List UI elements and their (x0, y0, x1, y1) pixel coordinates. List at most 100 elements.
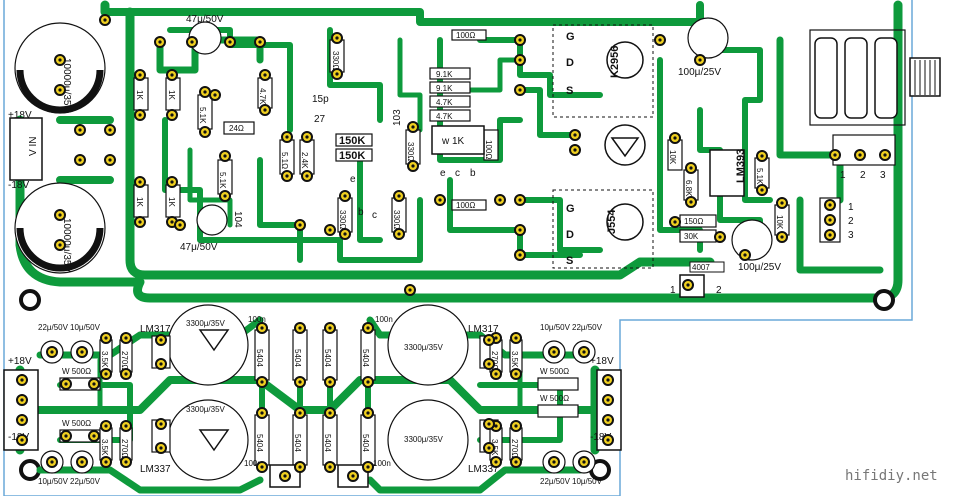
cap-label: 10000μ/35V (61, 218, 72, 272)
res-label: 6.8K (684, 180, 693, 197)
pad-hole (170, 180, 174, 184)
cap-104: 104 (232, 211, 243, 228)
res-label: 1K (135, 90, 144, 100)
cap-label: 22μ/50V (70, 477, 101, 486)
pad-hole (780, 235, 784, 239)
pad-hole (104, 460, 108, 464)
pad-hole (743, 253, 747, 257)
pad-hole (159, 362, 163, 366)
pad-hole (514, 460, 518, 464)
label-b: b (470, 168, 476, 179)
res-label: 150K (339, 135, 365, 147)
pad-hole (263, 108, 267, 112)
label-e: e (440, 168, 446, 179)
pad-hole (108, 128, 112, 132)
cap-label: 10μ/50V (38, 477, 69, 486)
pad-hole (582, 460, 586, 464)
pad-hole (343, 194, 347, 198)
pad-hole (698, 58, 702, 62)
cap-label: 3300μ/35V (404, 435, 444, 444)
cap-100n: 100n (373, 459, 391, 468)
res-label: 24Ω (229, 124, 244, 133)
res-label: 30K (684, 232, 699, 241)
pad-hole (494, 424, 498, 428)
pad-hole (138, 220, 142, 224)
trimmer-label: w 1K (441, 136, 465, 147)
cap-47u-bottom (196, 204, 228, 236)
pin-g: G (566, 31, 575, 43)
cap-10000u-bottom: 10000μ/35V (14, 182, 106, 274)
pad-hole (828, 203, 832, 207)
label-minus18: -18V (590, 432, 611, 443)
pad-hole (518, 58, 522, 62)
pad-hole (104, 372, 108, 376)
cap-10000u-top: 10000μ/35V (14, 22, 106, 114)
pad-hole (285, 174, 289, 178)
pad-hole (138, 73, 142, 77)
res-label: 2.4K (300, 152, 309, 169)
res-label: 5.1Ω (280, 152, 289, 169)
pad-hole (138, 113, 142, 117)
pad-hole (159, 446, 163, 450)
pad-hole (223, 194, 227, 198)
res-label: 150Ω (684, 217, 703, 226)
pad-hole (673, 136, 677, 140)
pad-hole (298, 465, 302, 469)
pin-d: D (566, 229, 574, 241)
res-27: 27 (314, 114, 326, 125)
res-label: 330Ω (392, 210, 401, 229)
lower-components: 3300μ/35V 3300μ/35V 3300μ/35V 3300μ/35V … (3, 304, 622, 488)
pad-hole (298, 411, 302, 415)
cap-label: 47μ/50V (186, 14, 224, 25)
pad-hole (170, 113, 174, 117)
pad-hole (438, 198, 442, 202)
cap-100u-top (687, 17, 729, 59)
cap-103: 103 (392, 109, 403, 126)
pad-hole (20, 418, 24, 422)
regulator-label: LM317 (468, 324, 499, 335)
cap-3300u (387, 304, 469, 386)
pad-hole (328, 326, 332, 330)
pad-hole (190, 40, 194, 44)
pad-hole (20, 398, 24, 402)
pad-hole (138, 180, 142, 184)
output-connector (809, 29, 941, 126)
pad-hole (104, 424, 108, 428)
pad-hole (203, 90, 207, 94)
pin-s: S (566, 85, 573, 97)
pad-hole (108, 158, 112, 162)
mounting-holes (19, 289, 895, 481)
pad-hole (514, 336, 518, 340)
pad-hole (58, 243, 62, 247)
diode-label: 5404 (293, 434, 302, 452)
pad-hole (552, 460, 556, 464)
cap-label: 10μ/50V (540, 323, 571, 332)
pad-hole (760, 188, 764, 192)
cap-label: 10000μ/35V (61, 58, 72, 112)
res-label: 1K (135, 197, 144, 207)
regulator-label: LM337 (468, 464, 499, 475)
pad-hole (411, 164, 415, 168)
cap-100u-bottom (731, 219, 773, 261)
diode-label: 5404 (323, 434, 332, 452)
pad-hole (20, 438, 24, 442)
pad-hole (213, 93, 217, 97)
pad-hole (260, 465, 264, 469)
pad-hole (518, 253, 522, 257)
pad-hole (487, 446, 491, 450)
pad-hole (58, 213, 62, 217)
pad-hole (833, 153, 837, 157)
pad-hole (718, 235, 722, 239)
cap-label: 10μ/50V (572, 477, 603, 486)
res-label: 4.7K (436, 98, 453, 107)
pad-hole (328, 465, 332, 469)
pin-2: 2 (860, 170, 866, 181)
pad-hole (828, 233, 832, 237)
jfet-label: K2956 (609, 46, 621, 78)
pad-hole (397, 194, 401, 198)
pad-hole (124, 336, 128, 340)
pad-hole (203, 130, 207, 134)
jfet-k2956: G D S K2956 (552, 24, 654, 118)
pin-3: 3 (880, 170, 886, 181)
diode-label: 4007 (692, 263, 710, 272)
